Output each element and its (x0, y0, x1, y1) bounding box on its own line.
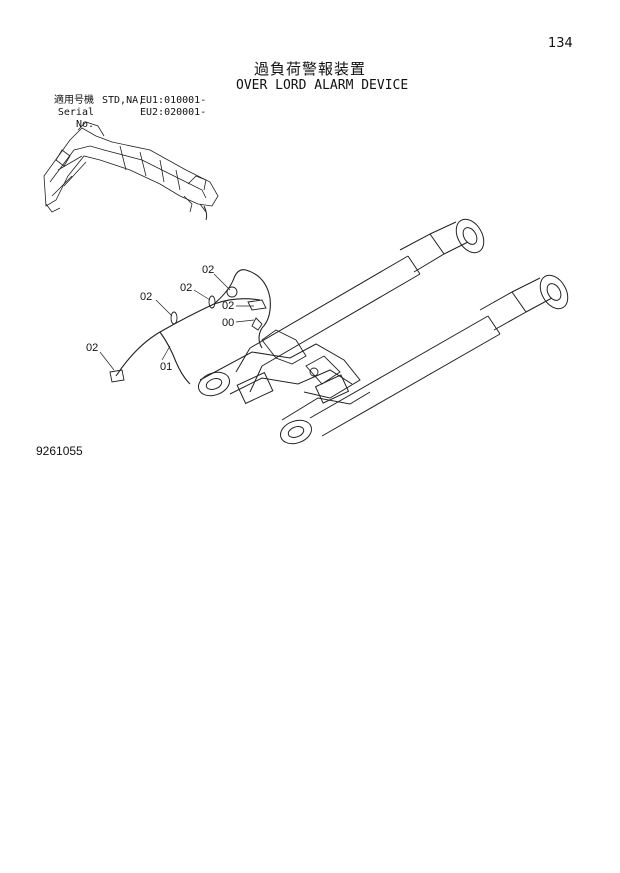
serial-label-en: Serial No. (57, 107, 94, 130)
serial-eu1: EU1:010001- (140, 95, 207, 106)
page-number: 134 (548, 36, 573, 51)
serial-row-2: Serial No. EU2:020001- (34, 107, 240, 131)
serial-models: STD,NA, (102, 95, 145, 106)
leader-lines (99, 273, 255, 371)
callout-02-clamp-end: 02 (86, 342, 98, 354)
wiring-harness (115, 269, 271, 385)
serial-eu2: EU2:020001- (140, 107, 207, 118)
callout-00-sensor: 00 (222, 317, 234, 329)
pressure-sensor-assembly (247, 299, 341, 385)
callout-02-clamp-mid: 02 (180, 282, 192, 294)
machine-key-illustration (43, 121, 219, 221)
callout-02-clamp-top: 02 (202, 264, 214, 276)
boom-cylinder-right (309, 274, 569, 437)
harness-clamps (109, 286, 238, 383)
drawing-number: 9261055 (36, 444, 83, 458)
serial-applicability: 適用号機 STD,NA, EU1:010001- Serial No. EU2:… (34, 95, 240, 131)
title-japanese: 過負荷警報装置 (253, 60, 366, 78)
cylinder-foot-ends (198, 343, 371, 445)
title-english: OVER LORD ALARM DEVICE (236, 78, 409, 93)
callout-01-harness: 01 (160, 361, 172, 373)
serial-label-jp: 適用号機 (54, 95, 94, 106)
callout-02-connector: 02 (222, 300, 234, 312)
boom-cylinder-left (235, 218, 485, 393)
serial-row-1: 適用号機 STD,NA, EU1:010001- (34, 95, 240, 107)
callout-02-clamp-left: 02 (140, 291, 152, 303)
